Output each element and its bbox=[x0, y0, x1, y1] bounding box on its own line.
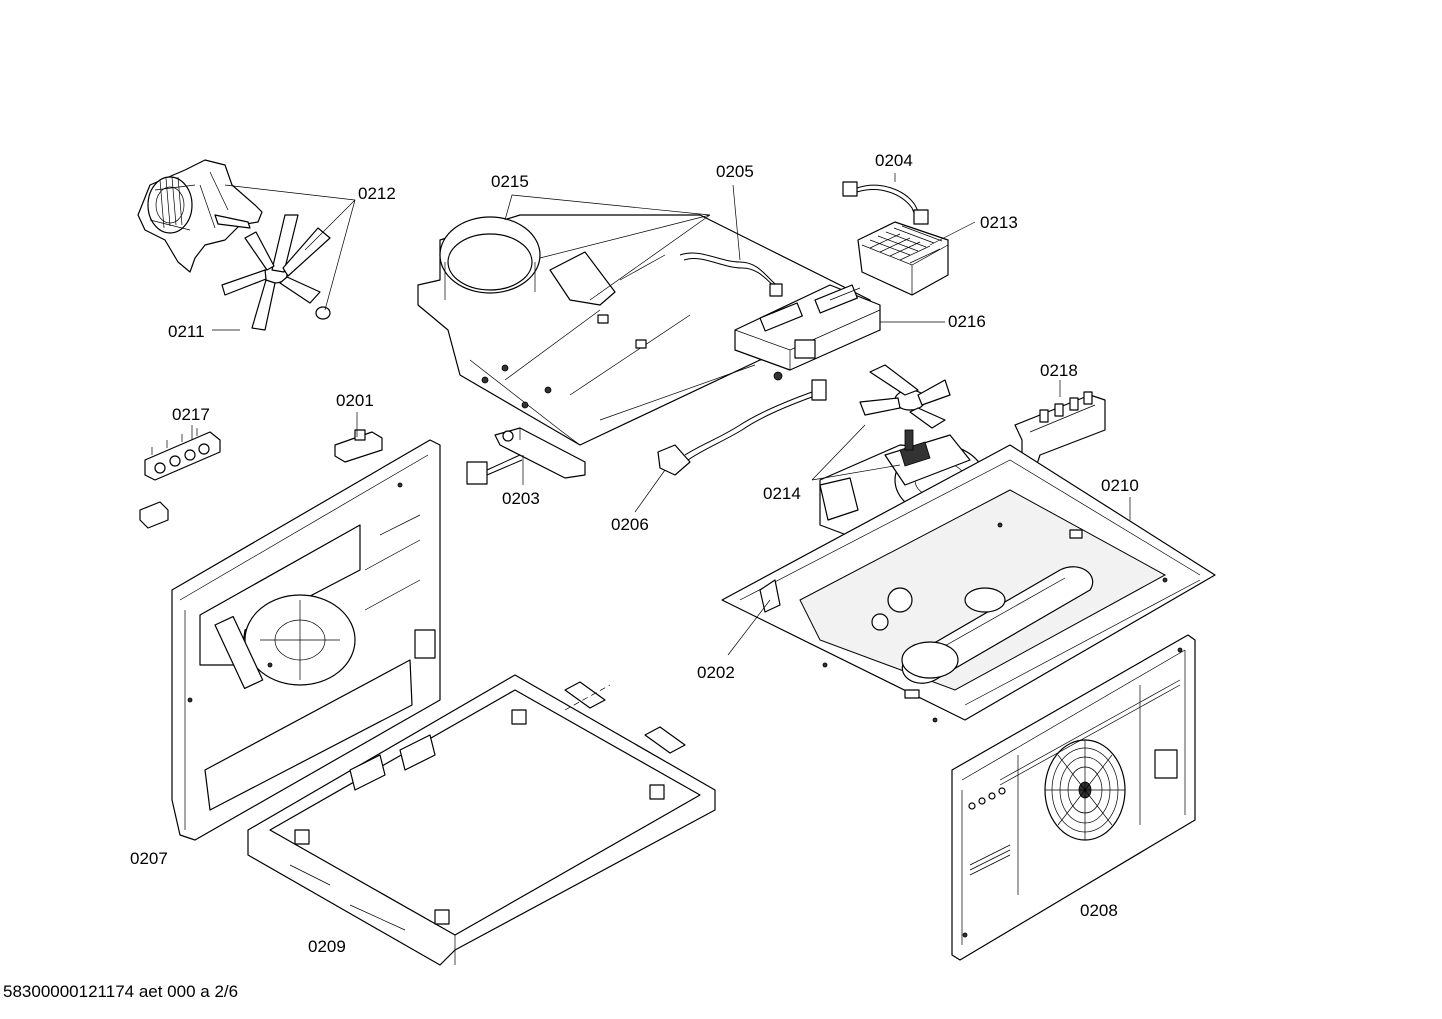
label-0210: 0210 bbox=[1101, 476, 1139, 495]
label-0213: 0213 bbox=[980, 213, 1018, 232]
part-0204-connector-wire bbox=[842, 181, 929, 225]
label-0216: 0216 bbox=[948, 312, 986, 331]
label-0207: 0207 bbox=[130, 849, 168, 868]
label-0201: 0201 bbox=[336, 391, 374, 410]
label-0206: 0206 bbox=[611, 515, 649, 534]
label-0218: 0218 bbox=[1040, 361, 1078, 380]
part-0205-cable bbox=[679, 252, 783, 297]
part-0212-fan-motor bbox=[137, 159, 263, 273]
label-0209: 0209 bbox=[308, 937, 346, 956]
part-0209-bottom-tray bbox=[247, 674, 716, 966]
part-0214-cooling-fan bbox=[819, 364, 991, 541]
label-0217: 0217 bbox=[172, 405, 210, 424]
leader-lines bbox=[191, 173, 1131, 656]
part-0215-duct-plate bbox=[417, 214, 881, 446]
part-0218-bracket bbox=[1014, 391, 1106, 471]
part-0201-switch bbox=[334, 429, 383, 463]
part-0208-back-panel bbox=[951, 634, 1196, 961]
part-0216-control-module bbox=[734, 284, 881, 381]
part-0213-heatsink bbox=[857, 221, 949, 296]
part-0210-top-panel bbox=[721, 444, 1216, 723]
part-0207-rear-wall bbox=[171, 439, 441, 841]
part-0206-wire bbox=[657, 379, 827, 476]
part-0217-terminal-block bbox=[139, 428, 221, 529]
label-0204: 0204 bbox=[875, 151, 913, 170]
document-id-footer: 58300000121174 aet 000 a 2/6 bbox=[3, 982, 238, 1001]
label-0208: 0208 bbox=[1080, 901, 1118, 920]
label-0203: 0203 bbox=[502, 489, 540, 508]
label-0202: 0202 bbox=[697, 663, 735, 682]
label-0211: 0211 bbox=[168, 322, 205, 341]
label-0215: 0215 bbox=[491, 172, 529, 191]
part-0211-fan-impeller bbox=[221, 214, 331, 331]
label-0205: 0205 bbox=[716, 162, 754, 181]
label-0214: 0214 bbox=[763, 484, 801, 503]
part-0203-bracket bbox=[466, 427, 586, 485]
callout-labels: 0212 0211 0215 0205 0204 0213 0216 0218 … bbox=[130, 151, 1139, 956]
label-0212: 0212 bbox=[358, 184, 396, 203]
